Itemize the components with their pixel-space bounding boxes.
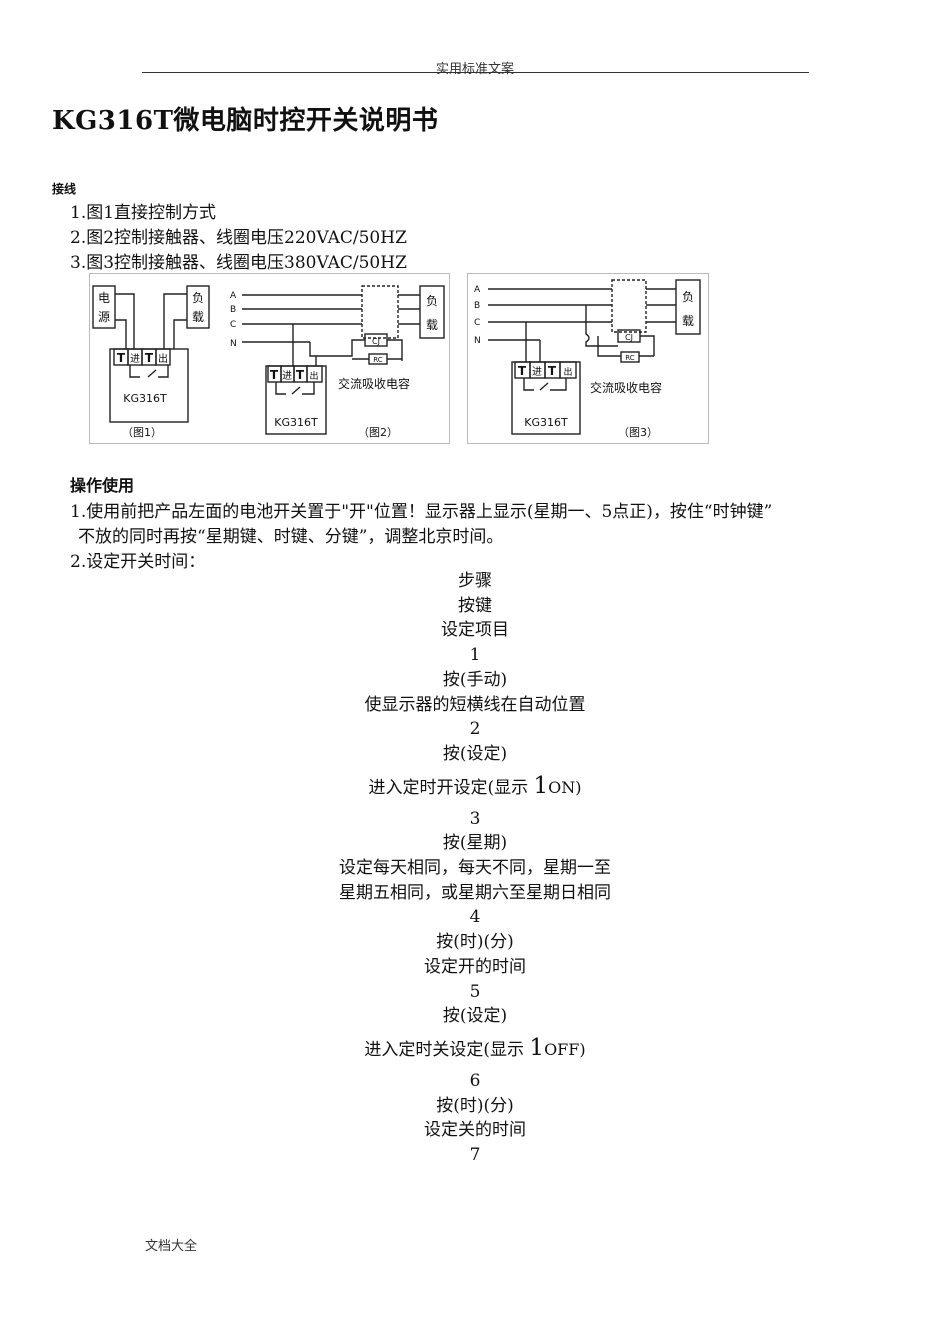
header-divider — [142, 72, 809, 73]
fig1-model-label: KG316T — [123, 392, 167, 405]
wiring-item-3: 3.图3控制接触器、线圈电压380VAC/50HZ — [70, 253, 407, 273]
wiring-heading: 接线 — [52, 182, 77, 196]
page-header: 实用标准文案 — [435, 62, 514, 77]
step-6-key: 按(时)(分) — [436, 1095, 514, 1116]
fig3-model-label: KG316T — [524, 416, 568, 429]
step-1-desc: 使显示器的短横线在自动位置 — [364, 694, 586, 715]
operation-para2: 2.设定开关时间： — [70, 552, 206, 572]
fig2-terminal-t1: T — [270, 368, 279, 382]
step-2-key: 按(设定) — [442, 743, 508, 764]
fig2-phase-c: C — [230, 320, 236, 330]
step-4-key: 按(时)(分) — [436, 932, 514, 953]
fig2-terminal-t2: T — [296, 368, 305, 382]
wiring-diagram-fig3: A B C N 负 载 CJ RC T 进 T 出 KG316T 交流吸收电容 … — [467, 273, 709, 444]
fig2-diagram: A B C N 负 载 CJ RC T 进 T 出 KG316T — [230, 285, 445, 439]
operation-heading: 操作使用 — [70, 476, 135, 495]
fig2-phase-n: N — [230, 339, 237, 349]
steps-header-item: 设定项目 — [441, 620, 509, 641]
fig2-caption: （图2） — [358, 426, 398, 439]
step-2-desc: 进入定时开设定(显示 1ON) — [0, 767, 950, 807]
step-5-key: 按(设定) — [442, 1006, 508, 1027]
fig2-terminal-out: 出 — [309, 370, 318, 382]
operation-para1-line2: 不放的同时再按“星期键、时键、分键”，调整北京时间。 — [78, 527, 504, 547]
fig3-phase-a: A — [474, 285, 481, 295]
steps-header-step: 步骤 — [458, 571, 492, 591]
page-footer: 文档大全 — [145, 1239, 198, 1254]
step-5-desc: 进入定时关设定(显示 1OFF) — [0, 1029, 950, 1069]
fig1-diagram: 电 源 负 载 T 进 T 出 KG316T （图1） — [92, 285, 210, 439]
step-5-desc-prefix: 进入定时关设定(显示 — [364, 1039, 530, 1060]
step-2-desc-suffix: ON) — [548, 777, 582, 797]
fig1-terminal-in: 进 — [130, 353, 140, 365]
fig1-power-label-1: 电 — [98, 291, 110, 305]
fig3-terminal-t1: T — [518, 364, 527, 378]
fig2-model-label: KG316T — [274, 416, 318, 429]
wiring-item-1: 1.图1直接控制方式 — [70, 203, 217, 223]
step-6-number: 6 — [469, 1070, 481, 1091]
step-1-number: 1 — [469, 645, 481, 666]
fig2-load-label-2: 载 — [426, 318, 438, 332]
fig3-phase-n: N — [474, 336, 481, 346]
steps-table: 步骤 按键 设定项目 1 按(手动) 使显示器的短横线在自动位置 2 按(设定)… — [0, 569, 950, 1168]
step-5-number: 5 — [469, 981, 481, 1002]
fig2-capacitor-label: 交流吸收电容 — [338, 376, 410, 391]
step-4-desc: 设定开的时间 — [424, 956, 526, 977]
fig3-phase-c: C — [474, 318, 480, 328]
fig3-terminal-in: 进 — [532, 366, 542, 378]
fig3-terminal-out: 出 — [563, 366, 572, 378]
fig2-rc-label: RC — [373, 356, 383, 364]
step-3-key: 按(星期) — [442, 833, 508, 854]
wiring-diagram-fig1-fig2: 电 源 负 载 T 进 T 出 KG316T （图1） A B C N — [89, 273, 450, 444]
step-2-desc-display-digit: 1 — [533, 772, 549, 799]
fig2-terminal-in: 进 — [282, 370, 292, 382]
fig3-cj-label: CJ — [625, 333, 633, 342]
fig2-phase-b: B — [230, 305, 236, 315]
step-4-number: 4 — [469, 907, 481, 928]
step-7-number: 7 — [469, 1145, 481, 1166]
step-6-desc: 设定关的时间 — [424, 1120, 526, 1141]
fig1-load-label-1: 负 — [192, 291, 204, 305]
step-2-number: 2 — [469, 719, 481, 740]
step-5-desc-suffix: OFF) — [544, 1039, 586, 1059]
steps-header-key: 按键 — [458, 595, 492, 616]
fig1-power-label-2: 源 — [98, 310, 110, 324]
fig1-terminal-t2: T — [145, 351, 154, 365]
step-5-desc-display-digit: 1 — [529, 1034, 545, 1061]
fig1-terminal-t1: T — [117, 351, 126, 365]
fig1-terminal-out: 出 — [158, 352, 168, 365]
step-3-desc-line-2: 星期五相同，或星期六至星期日相同 — [339, 882, 611, 903]
step-3-number: 3 — [469, 808, 481, 829]
fig2-load-label-1: 负 — [426, 294, 438, 308]
step-3-desc-line-1: 设定每天相同，每天不同，星期一至 — [339, 858, 611, 879]
fig3-phase-b: B — [474, 301, 480, 311]
step-2-desc-prefix: 进入定时开设定(显示 — [368, 777, 534, 798]
fig3-rc-label: RC — [625, 354, 635, 362]
fig1-load-label-2: 载 — [192, 310, 204, 324]
fig3-load-label-2: 载 — [682, 314, 694, 328]
operation-para1-line1: 1.使用前把产品左面的电池开关置于"开"位置！显示器上显示(星期一、5点正)，按… — [70, 502, 773, 522]
fig3-caption: （图3） — [618, 426, 658, 439]
fig3-load-label-1: 负 — [682, 290, 694, 304]
fig2-cj-label: CJ — [372, 337, 380, 346]
fig3-capacitor-label: 交流吸收电容 — [590, 380, 662, 395]
fig2-phase-a: A — [230, 291, 237, 301]
document-title: KG316T微电脑时控开关说明书 — [52, 106, 439, 136]
step-1-key: 按(手动) — [442, 669, 508, 690]
fig1-caption: （图1） — [122, 426, 162, 439]
fig3-terminal-t2: T — [548, 364, 557, 378]
wiring-item-2: 2.图2控制接触器、线圈电压220VAC/50HZ — [70, 228, 407, 248]
